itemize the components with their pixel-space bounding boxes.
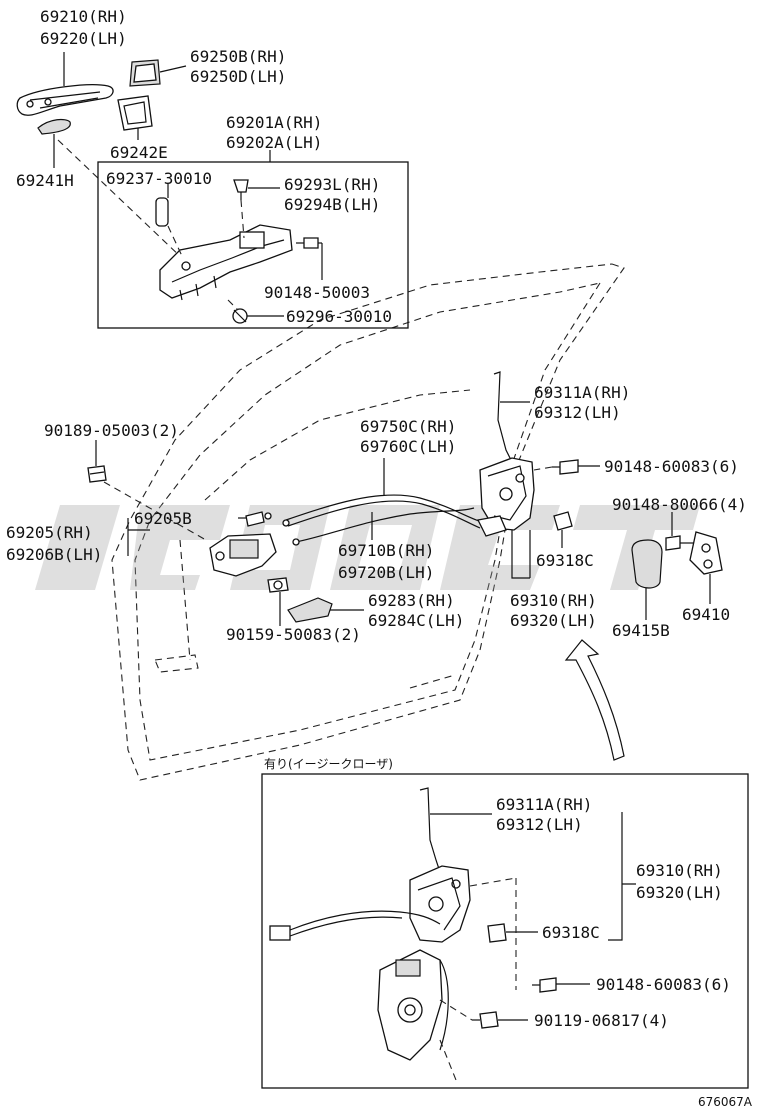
inside-handle bbox=[209, 533, 277, 577]
dash-inset-3 bbox=[439, 1039, 457, 1081]
label-69201a: 69201A(RH) bbox=[226, 113, 322, 132]
label-inset-69320: 69320(LH) bbox=[636, 883, 723, 902]
inset-screw-90148 bbox=[532, 977, 557, 993]
label-69310: 69310(RH) bbox=[510, 591, 597, 610]
label-90148-60083: 90148-60083(6) bbox=[604, 457, 739, 476]
label-69242e: 69242E bbox=[110, 143, 168, 162]
label-inset-69310: 69310(RH) bbox=[636, 861, 723, 880]
label-69312: 69312(LH) bbox=[534, 403, 621, 422]
cover-69415b bbox=[631, 539, 663, 589]
label-69205: 69205(RH) bbox=[6, 523, 93, 542]
handle-cap bbox=[129, 59, 161, 87]
label-69202a: 69202A(LH) bbox=[226, 133, 322, 152]
arrow-to-inset bbox=[564, 639, 625, 761]
label-69205b: 69205B bbox=[134, 509, 192, 528]
dash-inset-1 bbox=[469, 877, 517, 887]
inset-heading: 有り(イージークローザ) bbox=[264, 757, 393, 771]
label-69237: 69237-30010 bbox=[106, 169, 212, 188]
cover-69283 bbox=[287, 597, 333, 623]
label-inset-69311a: 69311A(RH) bbox=[496, 795, 592, 814]
label-69283: 69283(RH) bbox=[368, 591, 455, 610]
label-69320: 69320(LH) bbox=[510, 611, 597, 630]
label-69296: 69296-30010 bbox=[286, 307, 392, 326]
dash-69237 bbox=[167, 225, 183, 257]
screw-90159 bbox=[267, 577, 289, 593]
label-69294b: 69294B(LH) bbox=[284, 195, 380, 214]
screw-90148-80066 bbox=[665, 535, 694, 551]
clip-69293l bbox=[233, 179, 249, 200]
handle-frame-bracket bbox=[159, 224, 293, 301]
inset-wire-harness bbox=[269, 910, 441, 941]
label-69720b: 69720B(LH) bbox=[338, 563, 434, 582]
label-69210: 69210(RH) bbox=[40, 7, 127, 26]
cable-69750c bbox=[282, 494, 483, 529]
handle-pad-69242e bbox=[117, 95, 153, 131]
inset-box bbox=[261, 773, 749, 1089]
label-69250b: 69250B(RH) bbox=[190, 47, 286, 66]
label-69250d: 69250D(LH) bbox=[190, 67, 286, 86]
label-69206b: 69206B(LH) bbox=[6, 545, 102, 564]
dash-90189 bbox=[103, 481, 207, 541]
label-69293l: 69293L(RH) bbox=[284, 175, 380, 194]
door-lock-69310 bbox=[477, 457, 535, 537]
label-69318c: 69318C bbox=[536, 551, 594, 570]
leader-69310 bbox=[511, 530, 531, 579]
dash-90148-60083 bbox=[533, 466, 553, 471]
label-69415b: 69415B bbox=[612, 621, 670, 640]
clip-90189 bbox=[87, 465, 107, 483]
label-69241h: 69241H bbox=[16, 171, 74, 190]
label-inset-90119: 90119-06817(4) bbox=[534, 1011, 669, 1030]
outside-handle bbox=[16, 84, 114, 116]
leader-inset-69310 bbox=[608, 812, 636, 941]
label-90148-80066: 90148-80066(4) bbox=[612, 495, 747, 514]
screw-69296 bbox=[232, 308, 248, 324]
label-69410: 69410 bbox=[682, 605, 730, 624]
leader-69205 bbox=[127, 518, 150, 556]
cable-69710b bbox=[292, 507, 475, 546]
label-69760c: 69760C(LH) bbox=[360, 437, 456, 456]
inset-lock-assembly bbox=[409, 865, 471, 943]
screw-90148-60083 bbox=[552, 459, 579, 475]
label-69311a: 69311A(RH) bbox=[534, 383, 630, 402]
label-69710b: 69710B(RH) bbox=[338, 541, 434, 560]
label-69220: 69220(LH) bbox=[40, 29, 127, 48]
label-90148-50003: 90148-50003 bbox=[264, 283, 370, 302]
striker-69410 bbox=[689, 531, 723, 575]
label-inset-90148: 90148-60083(6) bbox=[596, 975, 731, 994]
diagram-id: 676067A bbox=[698, 1095, 753, 1109]
handle-pad-69241h bbox=[37, 118, 71, 135]
label-inset-69318c: 69318C bbox=[542, 923, 600, 942]
cap-69318c bbox=[553, 511, 573, 531]
leader-69250 bbox=[159, 65, 187, 73]
cylinder-69237 bbox=[155, 197, 169, 227]
label-90159: 90159-50083(2) bbox=[226, 625, 361, 644]
inset-cap-69318c bbox=[487, 923, 507, 943]
dash-69296 bbox=[227, 299, 239, 311]
handle-frame-box bbox=[97, 161, 409, 329]
label-90189: 90189-05003(2) bbox=[44, 421, 179, 440]
label-inset-69312: 69312(LH) bbox=[496, 815, 583, 834]
label-69750c: 69750C(RH) bbox=[360, 417, 456, 436]
dash-inset-90119 bbox=[439, 999, 473, 1021]
screw-90148-50003 bbox=[296, 237, 319, 249]
clip-69205b bbox=[245, 511, 272, 527]
inset-rod bbox=[419, 787, 441, 873]
inset-closer-motor bbox=[377, 949, 449, 1061]
dash-69293l bbox=[240, 199, 245, 239]
inset-bolt-90119 bbox=[472, 1011, 499, 1029]
label-69284c: 69284C(LH) bbox=[368, 611, 464, 630]
lock-rod-69311a bbox=[493, 371, 513, 463]
